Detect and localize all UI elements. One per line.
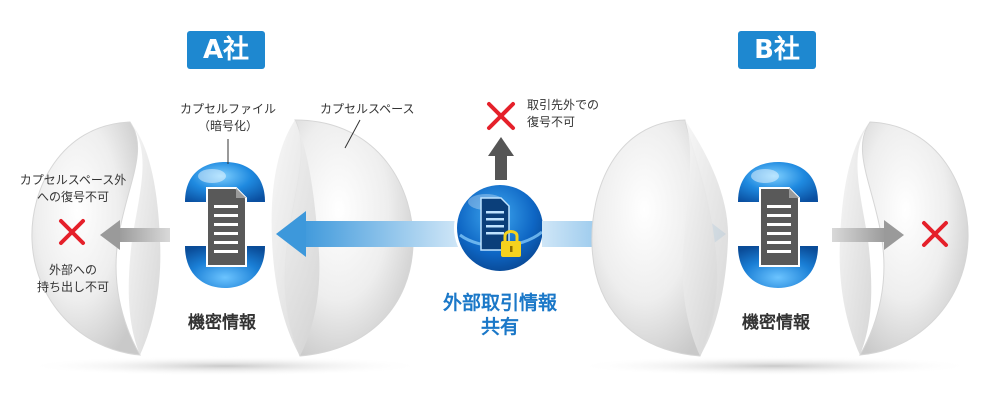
capsule-file-label-line1: カプセルファイル	[179, 102, 276, 116]
arrow-icon	[276, 211, 458, 257]
share-label-line2: 共有	[480, 316, 519, 338]
cross-icon	[922, 221, 948, 247]
restriction-takeout-line2: 持ち出し不可	[36, 280, 109, 294]
company-a-badge: A社	[187, 31, 265, 69]
lock-icon	[501, 230, 521, 257]
document-icon	[759, 187, 800, 267]
cross-icon	[487, 102, 515, 130]
center-restriction-label: 取引先外での 復号不可	[527, 97, 599, 131]
arrow-icon	[832, 220, 904, 250]
capsule-space-shell-b-left	[591, 119, 729, 357]
capsule-file-label: カプセルファイル （暗号化）	[176, 101, 280, 135]
share-label: 外部取引情報 共有	[420, 291, 580, 339]
share-label-line1: 外部取引情報	[442, 292, 557, 314]
document-icon	[480, 197, 510, 251]
cross-icon	[59, 219, 85, 245]
capsule-space-label: カプセルスペース	[320, 102, 415, 116]
arrow-icon	[488, 137, 514, 180]
confidential-label-a: 機密情報	[188, 313, 256, 333]
shadow-a	[25, 356, 425, 376]
center-restriction-line1: 取引先外での	[527, 98, 600, 112]
center-restriction-line2: 復号不可	[527, 115, 576, 129]
capsule-space-shell-a-left	[31, 121, 161, 356]
restriction-outside-line2: への復号不可	[36, 190, 109, 204]
restriction-takeout-line1: 外部への	[48, 263, 97, 277]
arrow-icon	[100, 220, 170, 250]
company-b-badge: B社	[738, 31, 816, 69]
restriction-outside-line1: カプセルスペース外	[19, 173, 127, 187]
shadow-b	[575, 356, 975, 376]
restriction-takeout-label: 外部への 持ち出し不可	[28, 262, 118, 296]
leader-line-capsule-space	[344, 119, 361, 149]
document-icon	[206, 187, 247, 267]
confidential-label-b: 機密情報	[742, 313, 810, 333]
capsule-file-label-line2: （暗号化）	[197, 119, 258, 133]
restriction-outside-label: カプセルスペース外 への復号不可	[14, 172, 132, 206]
